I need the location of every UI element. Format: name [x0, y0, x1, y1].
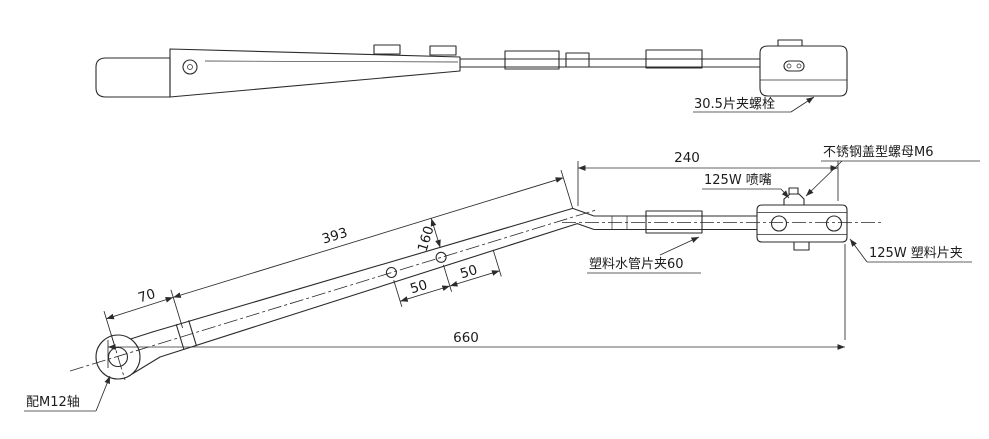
extension-line: [170, 289, 184, 329]
extension-line: [393, 279, 403, 308]
dimension-line: [430, 218, 441, 248]
leader-line: [659, 236, 700, 256]
arm-tab: [429, 45, 457, 56]
rod-bottom-edge: [576, 223, 758, 231]
rod-top-edge: [572, 207, 758, 217]
top-view: 30.5片夹螺栓: [95, 39, 848, 113]
dimension-line: [400, 285, 451, 302]
arm-bottom-edge: [159, 223, 578, 358]
extension-line: [560, 169, 574, 209]
callout-shaft: 配M12轴: [24, 375, 111, 412]
front-view: [69, 187, 884, 381]
dim-head-section-text: 240: [674, 150, 700, 166]
arm-channel-line: [204, 60, 459, 63]
leader-line: [805, 160, 843, 197]
dimension-line: [449, 270, 500, 287]
label-cap-nut: 不锈钢盖型螺母M6: [823, 145, 934, 160]
cap-nut: [788, 187, 799, 195]
leader-line: [849, 238, 868, 263]
slot-hole: [796, 63, 802, 69]
leader-line: [95, 375, 111, 412]
dimension-line: [106, 296, 174, 320]
bracket-hole: [825, 215, 843, 232]
pivot-hole: [182, 59, 198, 75]
hook-cap: [95, 57, 171, 98]
clip-hole: [435, 251, 447, 263]
extension-line: [103, 310, 117, 350]
clip-bracket-slot: [783, 60, 805, 72]
extension-line: [492, 249, 502, 277]
leader-line: [790, 96, 815, 113]
leader-line: [780, 188, 790, 199]
dim-clip-pitch-1-text: 50: [408, 277, 429, 297]
callout-labels: 配M12轴 塑料水管片夹60 125W 喷嘴 不锈钢盖型螺母M6 125W 塑料…: [24, 145, 980, 412]
hinge-line: [175, 324, 185, 350]
label-shaft: 配M12轴: [26, 395, 80, 410]
label-nozzle: 125W 喷嘴: [704, 173, 772, 188]
callout-plastic-clip: 125W 塑料片夹: [849, 238, 972, 263]
label-clip-bolt: 30.5片夹螺栓: [694, 97, 775, 112]
hook-neck: [131, 356, 161, 375]
extension-line: [442, 264, 453, 292]
dimension-hook-offset: 70: [103, 286, 174, 350]
spray-bracket: [756, 204, 848, 243]
clip-hole: [385, 266, 397, 279]
hook-neck: [130, 331, 153, 340]
pipe-clip-block: [645, 210, 703, 234]
arm-top-edge: [151, 207, 574, 333]
dimensions: 660 240 393 70 160: [103, 150, 846, 368]
dim-overall-length-text: 660: [453, 330, 479, 346]
dim-arm-length-text: 393: [320, 225, 349, 248]
arm-head: [169, 48, 461, 98]
label-pipe-clip: 塑料水管片夹60: [589, 257, 684, 272]
pipe-clip-block: [645, 49, 703, 69]
hook-end: [95, 334, 141, 380]
pipe-clip-block: [504, 50, 560, 70]
dimension-overall-length: 660: [107, 244, 846, 368]
label-plastic-clip: 125W 塑料片夹: [869, 246, 963, 261]
dim-clip-pitch-2-text: 50: [458, 262, 479, 282]
hinge-line: [188, 320, 197, 347]
dimension-bend-height: 160: [415, 218, 441, 253]
clip-bracket-tab: [777, 39, 803, 47]
arm-tab: [373, 44, 401, 55]
dimension-clip-pitch: 50 50: [393, 249, 502, 308]
dim-hook-offset-text: 70: [136, 286, 157, 306]
pipe-clip-block: [565, 52, 590, 68]
clip-bracket: [759, 45, 848, 97]
callout-nozzle: 125W 喷嘴: [702, 173, 790, 199]
callout-pipe-clip: 塑料水管片夹60: [587, 236, 701, 274]
dimension-arm-length: 393: [170, 169, 574, 329]
pivot-hole-center: [187, 64, 193, 70]
dim-bend-height-text: 160: [415, 224, 438, 253]
dimension-line: [173, 177, 564, 298]
bracket-hole: [770, 215, 788, 232]
bracket-nut: [793, 241, 810, 251]
dimension-head-section: 240: [577, 150, 839, 206]
callout-cap-nut: 不锈钢盖型螺母M6: [805, 145, 980, 197]
slot-hole: [786, 63, 792, 69]
